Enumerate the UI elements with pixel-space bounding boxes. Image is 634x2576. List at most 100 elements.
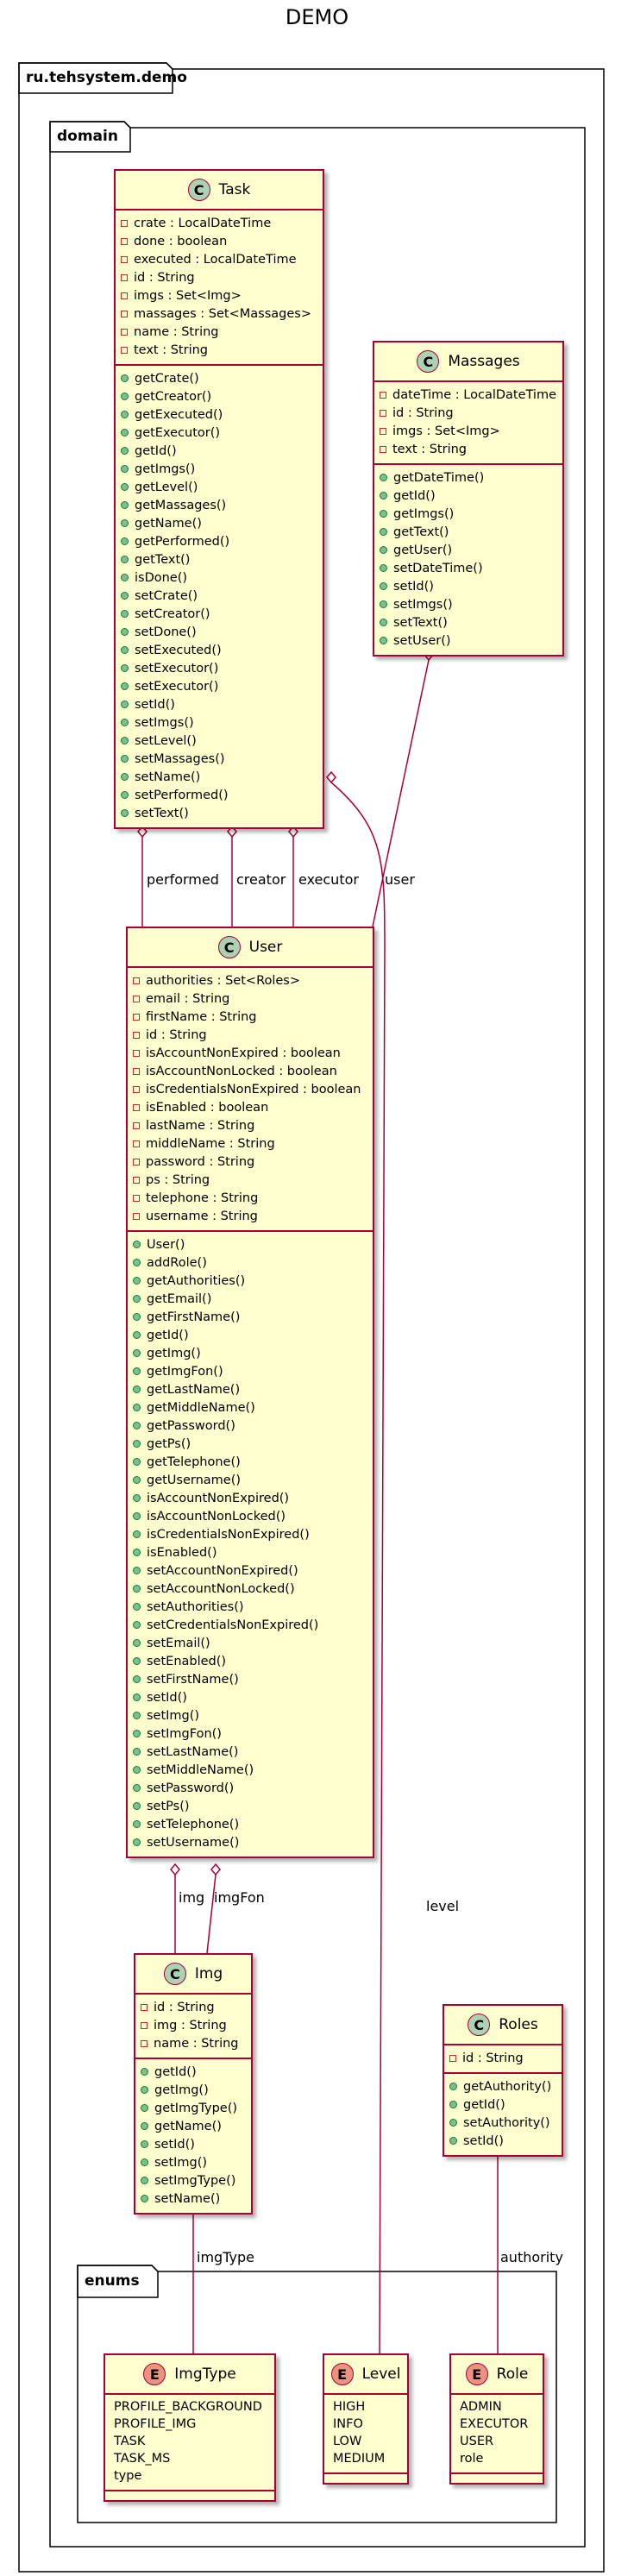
enum-role-methods	[451, 2474, 543, 2483]
public-visibility-icon	[133, 1331, 141, 1339]
method-text: setImg()	[147, 1708, 200, 1723]
field-row: id : String	[380, 404, 557, 422]
method-text: setExecutor()	[135, 679, 219, 694]
enum-value: MEDIUM	[333, 2450, 399, 2467]
method-row: getImgFon()	[133, 1362, 367, 1380]
private-visibility-icon	[380, 445, 386, 453]
private-visibility-icon	[133, 1067, 140, 1075]
enum-imgtype-header: E ImgType	[105, 2355, 274, 2395]
public-visibility-icon	[141, 2140, 148, 2148]
method-row: setFirstName()	[133, 1670, 367, 1688]
public-visibility-icon	[133, 1512, 141, 1520]
method-row: getPs()	[133, 1435, 367, 1453]
private-visibility-icon	[121, 255, 128, 263]
public-visibility-icon	[133, 1567, 141, 1574]
diamond-executor	[288, 825, 298, 839]
method-text: User()	[147, 1237, 185, 1252]
method-text: getId()	[147, 1328, 189, 1342]
public-visibility-icon	[380, 600, 387, 608]
method-row: getFirstName()	[133, 1308, 367, 1326]
public-visibility-icon	[380, 564, 387, 572]
public-visibility-icon	[121, 574, 129, 581]
class-name: Img	[194, 1965, 223, 1982]
relation-label-img: img	[179, 1889, 205, 1906]
public-visibility-icon	[133, 1766, 141, 1774]
method-row: setText()	[380, 613, 557, 631]
method-text: getAuthorities()	[147, 1273, 246, 1288]
method-row: setDateTime()	[380, 559, 557, 577]
method-text: setCreator()	[135, 606, 210, 621]
field-text: massages : Set<Massages>	[134, 306, 311, 321]
method-text: getImgs()	[135, 462, 196, 476]
method-row: getLevel()	[121, 478, 317, 496]
public-visibility-icon	[133, 1422, 141, 1429]
private-visibility-icon	[133, 1194, 140, 1202]
private-visibility-icon	[141, 2021, 148, 2029]
method-row: getImg()	[133, 1344, 367, 1362]
public-visibility-icon	[380, 546, 387, 554]
method-text: getImgFon()	[147, 1364, 223, 1379]
private-visibility-icon	[121, 273, 128, 281]
relation-label-executor: executor	[298, 871, 359, 888]
method-text: getId()	[135, 443, 177, 458]
method-row: setEmail()	[133, 1634, 367, 1652]
method-row: setEnabled()	[133, 1652, 367, 1670]
public-visibility-icon	[133, 1784, 141, 1792]
enum-level-methods	[324, 2474, 407, 2483]
method-row: User()	[133, 1235, 367, 1253]
method-row: getId()	[121, 442, 317, 460]
public-visibility-icon	[121, 393, 129, 400]
method-text: isEnabled()	[147, 1545, 217, 1560]
method-text: setExecuted()	[135, 643, 222, 657]
public-visibility-icon	[133, 1693, 141, 1701]
method-text: setAuthorities()	[147, 1599, 244, 1614]
method-text: setId()	[463, 2133, 504, 2148]
class-badge-icon: C	[217, 936, 241, 958]
public-visibility-icon	[121, 374, 129, 382]
field-row: isAccountNonExpired : boolean	[133, 1044, 367, 1062]
private-visibility-icon	[380, 409, 386, 417]
private-visibility-icon	[133, 1140, 140, 1147]
field-text: isEnabled : boolean	[146, 1100, 269, 1115]
method-row: getLastName()	[133, 1380, 367, 1398]
public-visibility-icon	[121, 465, 129, 473]
private-visibility-icon	[133, 977, 140, 984]
public-visibility-icon	[141, 2177, 148, 2184]
method-row: getEmail()	[133, 1290, 367, 1308]
enum-value-text: INFO	[333, 2417, 363, 2431]
public-visibility-icon	[380, 637, 387, 644]
method-row: getImgType()	[141, 2099, 246, 2117]
field-row: ps : String	[133, 1171, 367, 1189]
method-row: setMiddleName()	[133, 1761, 367, 1779]
method-text: getPerformed()	[135, 534, 230, 549]
private-visibility-icon	[380, 391, 386, 399]
private-visibility-icon	[121, 310, 128, 317]
method-row: setName()	[121, 768, 317, 786]
method-text: getName()	[154, 2119, 222, 2133]
method-row: getMiddleName()	[133, 1398, 367, 1417]
method-row: setImgs()	[380, 595, 557, 613]
method-row: setCredentialsNonExpired()	[133, 1616, 367, 1634]
package-root-label: ru.tehsystem.demo	[26, 69, 187, 86]
public-visibility-icon	[141, 2195, 148, 2202]
method-row: setTelephone()	[133, 1815, 367, 1833]
class-roles-fields: id : String	[444, 2045, 562, 2074]
field-text: username : String	[146, 1209, 258, 1223]
enum-name: Role	[496, 2366, 529, 2383]
diamond-imgfon	[210, 1863, 221, 1876]
private-visibility-icon	[133, 1031, 140, 1039]
private-visibility-icon	[121, 219, 128, 227]
method-text: setId()	[135, 697, 175, 712]
public-visibility-icon	[449, 2083, 457, 2090]
class-massages-methods: getDateTime()getId()getImgs()getText()ge…	[374, 465, 562, 655]
method-text: getFirstName()	[147, 1310, 241, 1324]
private-visibility-icon	[133, 1122, 140, 1129]
public-visibility-icon	[133, 1440, 141, 1448]
enum-value: EXECUTOR	[460, 2416, 534, 2433]
field-text: name : String	[134, 324, 219, 339]
field-text: lastName : String	[146, 1118, 255, 1133]
public-visibility-icon	[133, 1712, 141, 1719]
method-row: setExecutor()	[121, 659, 317, 677]
